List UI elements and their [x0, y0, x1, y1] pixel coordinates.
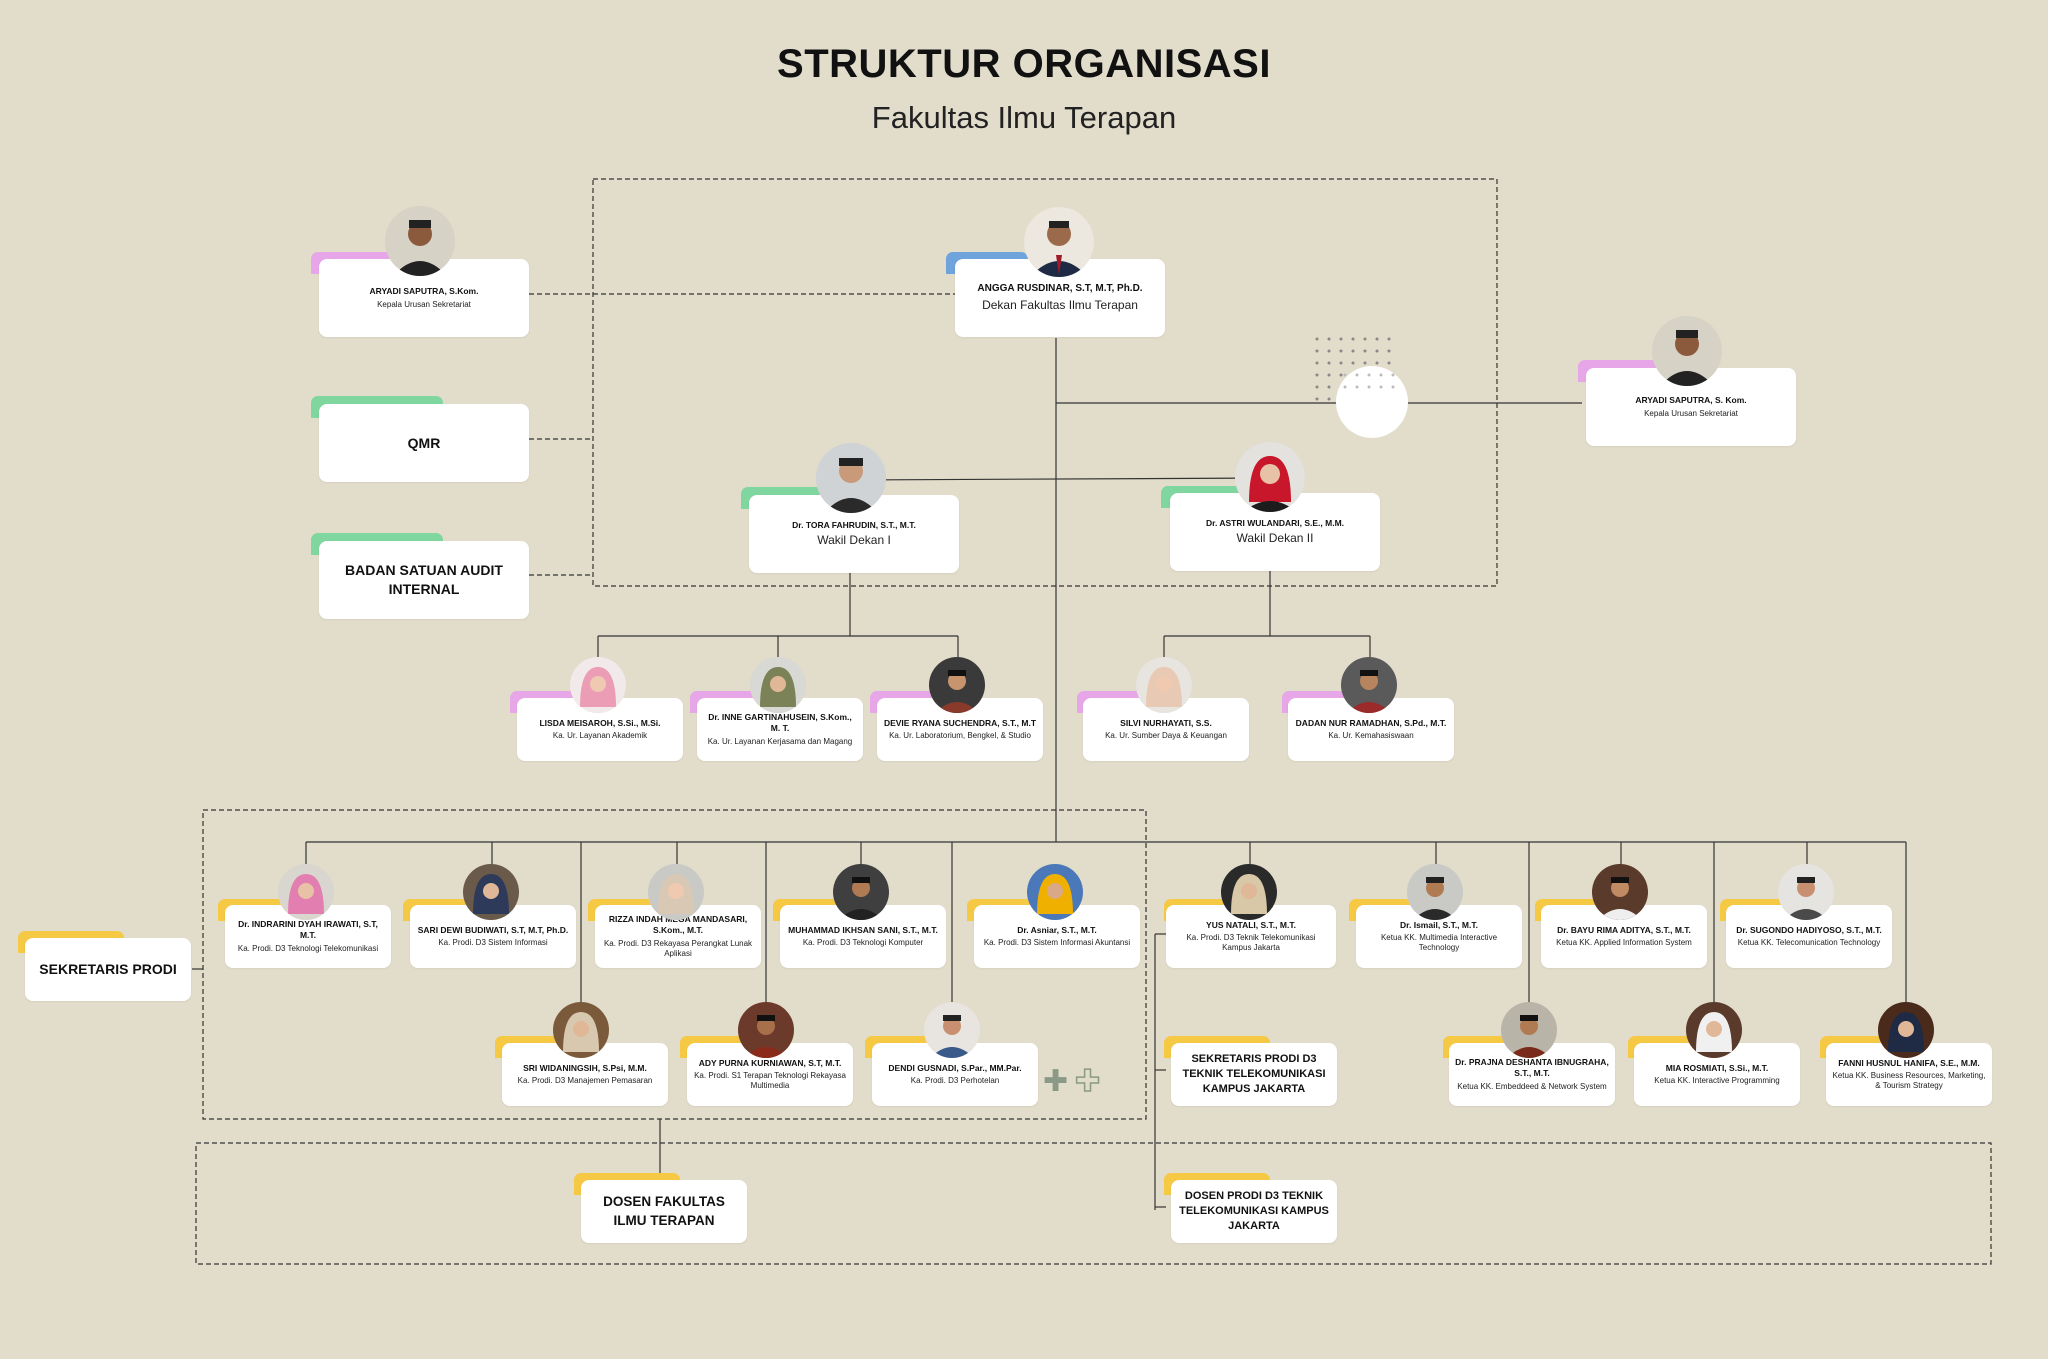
page-subtitle: Fakultas Ilmu Terapan — [871, 100, 1177, 135]
avatar — [570, 657, 626, 713]
decorative-white-circle — [1336, 366, 1408, 438]
avatar — [738, 1002, 794, 1058]
person-name: Dr. PRAJNA DESHANTA IBNUGRAHA, S.T., M.T… — [1455, 1057, 1609, 1078]
avatar — [1501, 1002, 1557, 1058]
person-role: Ka. Ur. Layanan Akademik — [552, 731, 648, 741]
person-name: Dr. Ismail, S.T., M.T. — [1400, 919, 1478, 930]
unit-label: SEKRETARIS PRODI D3 TEKNIK TELEKOMUNIKAS… — [1182, 1053, 1326, 1095]
person-role: Kepala Urusan Sekretariat — [1644, 408, 1738, 418]
avatar — [1686, 1002, 1742, 1058]
person-name: Dr. INNE GARTINAHUSEIN, S.Kom., M. T. — [708, 712, 852, 733]
person-name: YUS NATALI, S.T., M.T. — [1206, 919, 1296, 930]
person-name: DEVIE RYANA SUCHENDRA, S.T., M.T — [883, 717, 1037, 728]
person-role: Ka. Ur. Layanan Kerjasama dan Magang — [707, 736, 853, 746]
unit-label: DOSEN PRODI D3 TEKNIK TELEKOMUNIKASI KAM… — [1179, 1190, 1329, 1232]
avatar — [929, 657, 985, 713]
person-name: DADAN NUR RAMADHAN, S.Pd., M.T. — [1295, 717, 1447, 728]
person-name: Dr. TORA FAHRUDIN, S.T., M.T. — [792, 519, 916, 530]
avatar — [833, 864, 889, 920]
avatar — [750, 657, 806, 713]
avatar — [816, 443, 886, 513]
person-role: Kepala Urusan Sekretariat — [377, 299, 471, 309]
unit-label: BADAN SATUAN AUDIT INTERNAL — [345, 562, 503, 597]
avatar — [1341, 657, 1397, 713]
person-name: SRI WIDANINGSIH, S.Psi, M.M. — [523, 1062, 647, 1073]
dosen-jakarta-card: DOSEN PRODI D3 TEKNIK TELEKOMUNIKASI KAM… — [1171, 1180, 1337, 1243]
person-role: Ka. Prodi. D3 Perhotelan — [910, 1076, 1000, 1086]
person-role: Ka. Ur. Laboratorium, Bengkel, & Studio — [889, 731, 1031, 741]
person-name: LISDA MEISAROH, S.Si., M.Si. — [539, 717, 661, 728]
plus-outline-icon: ✚ — [1074, 1065, 1101, 1098]
person-name: FANNI HUSNUL HANIFA, S.E., M.M. — [1838, 1057, 1980, 1068]
person-role: Wakil Dekan I — [817, 533, 891, 548]
avatar — [463, 864, 519, 920]
dosen-fakultas-card: DOSEN FAKULTAS ILMU TERAPAN — [581, 1180, 747, 1243]
person-role: Wakil Dekan II — [1236, 531, 1314, 546]
person-role: Ka. Ur. Sumber Daya & Keuangan — [1105, 731, 1227, 741]
unit-label: QMR — [407, 434, 441, 451]
person-role: Ketua KK. Embeddeed & Network System — [1457, 1081, 1607, 1091]
avatar — [1778, 864, 1834, 920]
page-title: STRUKTUR ORGANISASI — [777, 42, 1271, 86]
avatar — [648, 864, 704, 920]
person-name: Dr. SUGONDO HADIYOSO, S.T., M.T. — [1736, 924, 1882, 935]
person-name: ARYADI SAPUTRA, S. Kom. — [1635, 395, 1747, 406]
avatar — [1235, 442, 1305, 512]
kk-card: Dr. PRAJNA DESHANTA IBNUGRAHA, S.T., M.T… — [1449, 1043, 1615, 1106]
person-role: Ketua KK. Telecomunication Technology — [1737, 938, 1881, 948]
avatar — [385, 206, 455, 276]
person-name: Dr. Asniar, S.T., M.T. — [1017, 924, 1097, 935]
person-role: Ka. Prodi. S1 Terapan Teknologi Rekayasa… — [694, 1071, 846, 1091]
person-role: Dekan Fakultas Ilmu Terapan — [982, 298, 1138, 313]
sekretaris-prodi-jakarta-card: SEKRETARIS PRODI D3 TEKNIK TELEKOMUNIKAS… — [1171, 1043, 1337, 1106]
avatar — [924, 1002, 980, 1058]
avatar — [278, 864, 334, 920]
person-name: MUHAMMAD IKHSAN SANI, S.T., M.T. — [788, 924, 938, 935]
bsai-card: BADAN SATUAN AUDIT INTERNAL — [319, 541, 529, 619]
avatar — [1221, 864, 1277, 920]
decorative-dot-overlay — [1343, 373, 1395, 389]
person-role: Ka. Prodi. D3 Teknik Telekomunikasi Kamp… — [1186, 933, 1316, 953]
avatar — [1878, 1002, 1934, 1058]
qmr-card: QMR — [319, 404, 529, 482]
person-role: Ka. Prodi. D3 Teknologi Telekomunikasi — [237, 943, 379, 953]
person-name: Dr. INDRARINI DYAH IRAWATI, S.T, M.T. — [238, 919, 378, 940]
person-name: Dr. BAYU RIMA ADITYA, S.T., M.T. — [1557, 924, 1691, 935]
person-name: ANGGA RUSDINAR, S.T, M.T, Ph.D. — [977, 282, 1143, 294]
person-role: Ka. Prodi. D3 Sistem Informasi — [438, 938, 548, 948]
urusan-card: DADAN NUR RAMADHAN, S.Pd., M.T. Ka. Ur. … — [1288, 698, 1454, 761]
avatar — [1027, 864, 1083, 920]
avatar — [1652, 316, 1722, 386]
avatar — [1407, 864, 1463, 920]
person-name: SILVI NURHAYATI, S.S. — [1120, 717, 1212, 728]
person-role: Ka. Prodi. D3 Teknologi Komputer — [802, 938, 924, 948]
person-role: Ketua KK. Applied Information System — [1556, 938, 1692, 948]
plus-icon: ✚ — [1043, 1065, 1069, 1098]
person-name: MIA ROSMIATI, S.Si., M.T. — [1665, 1062, 1769, 1073]
person-name: ARYADI SAPUTRA, S.Kom. — [369, 286, 479, 297]
person-role: Ketua KK. Multimedia Interactive Technol… — [1380, 933, 1498, 953]
person-role: Ka. Prodi. D3 Rekayasa Perangkat Lunak A… — [603, 938, 753, 958]
person-role: Ka. Prodi. D3 Manajemen Pemasaran — [517, 1076, 653, 1086]
avatar — [1024, 207, 1094, 277]
unit-label: SEKRETARIS PRODI — [39, 961, 177, 978]
person-name: ADY PURNA KURNIAWAN, S.T, M.T. — [698, 1057, 842, 1068]
avatar — [1136, 657, 1192, 713]
avatar — [553, 1002, 609, 1058]
person-role: Ketua KK. Interactive Programming — [1654, 1076, 1780, 1086]
unit-label: DOSEN FAKULTAS ILMU TERAPAN — [603, 1194, 725, 1228]
person-name: Dr. ASTRI WULANDARI, S.E., M.M. — [1205, 517, 1345, 528]
person-name: SARI DEWI BUDIWATI, S.T, M.T, Ph.D. — [417, 924, 569, 935]
sekretaris-prodi-card: SEKRETARIS PRODI — [25, 938, 191, 1001]
person-role: Ketua KK. Business Resources, Marketing,… — [1832, 1071, 1986, 1091]
person-role: Ka. Prodi. D3 Sistem Informasi Akuntansi — [983, 938, 1131, 948]
avatar — [1592, 864, 1648, 920]
person-role: Ka. Ur. Kemahasiswaan — [1328, 731, 1414, 741]
person-name: DENDI GUSNADI, S.Par., MM.Par. — [888, 1062, 1022, 1073]
